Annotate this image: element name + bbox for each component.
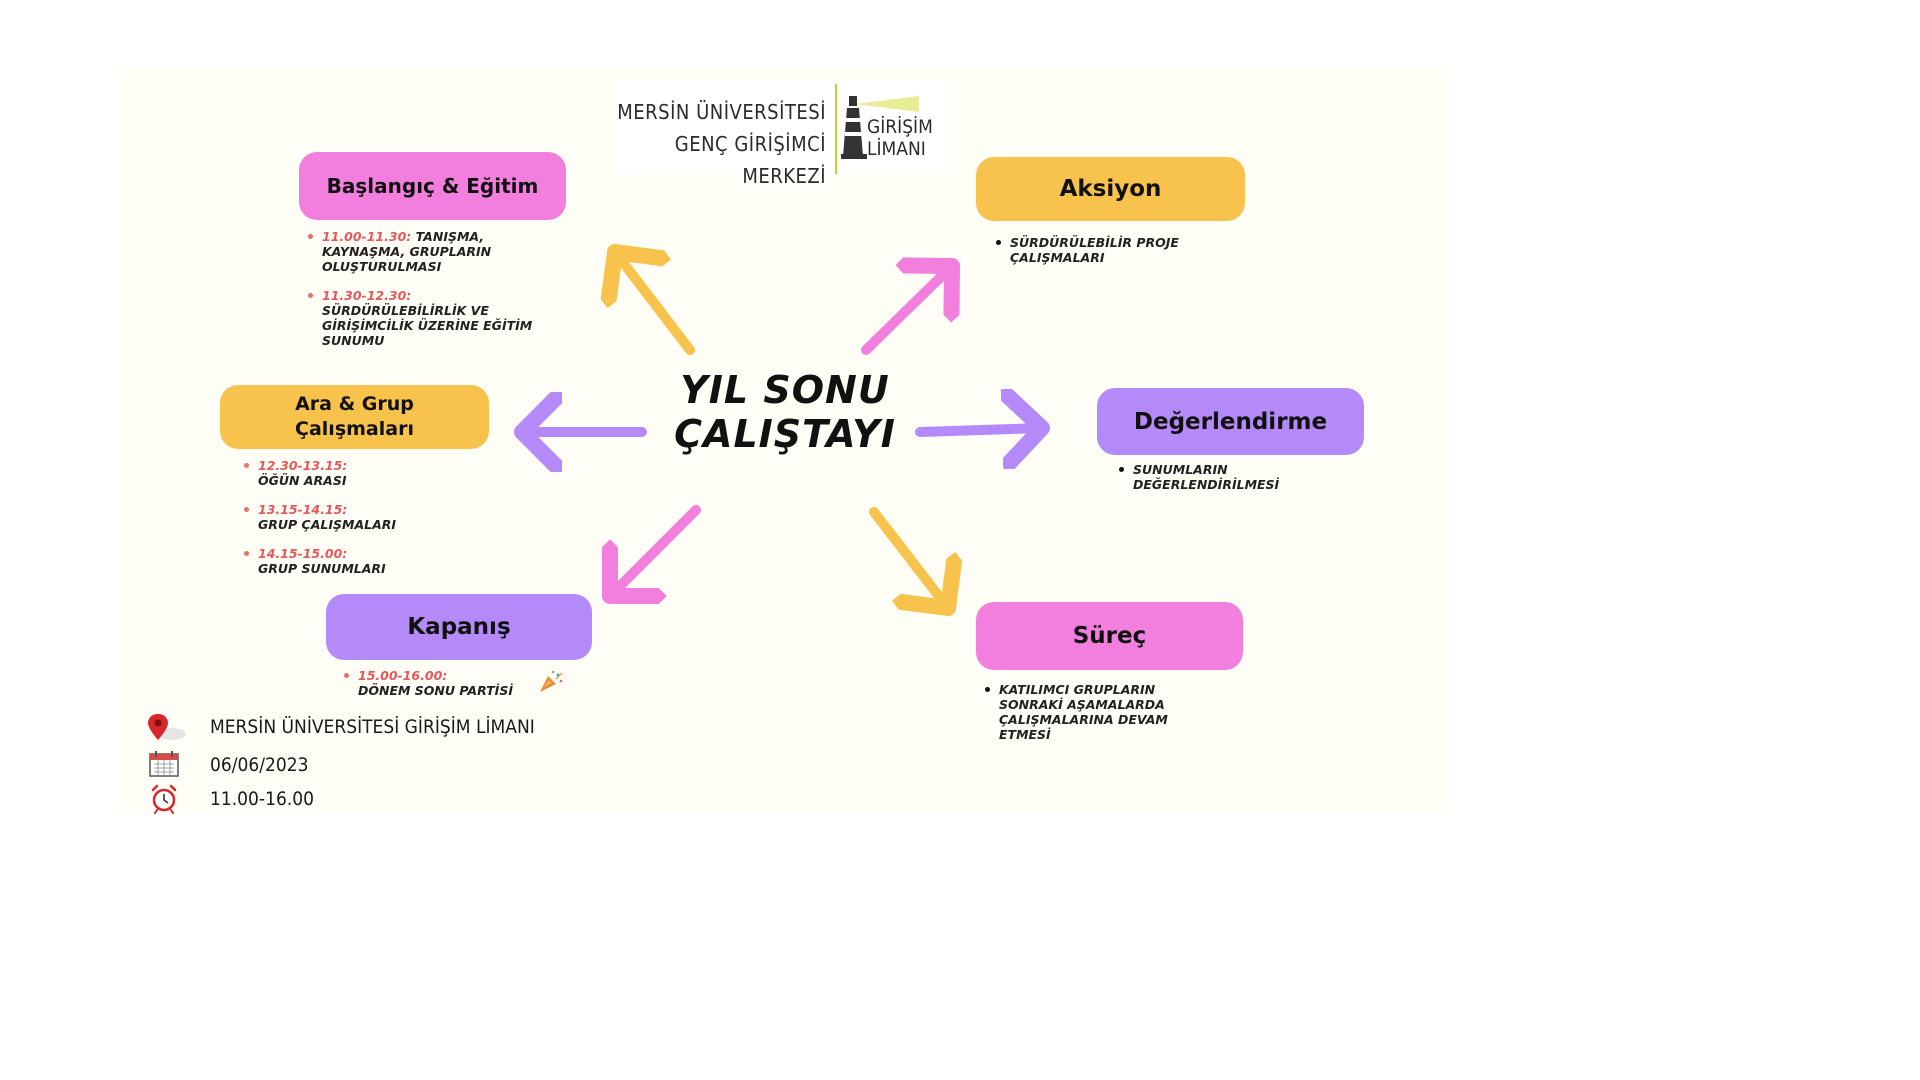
arrow-to-degerlendirme: [915, 428, 1042, 432]
arrow-to-aksiyon: [861, 266, 952, 355]
party-popper-icon: [540, 670, 563, 692]
list-item: 15.00-16.00: DÖNEM SONU PARTİSİ: [342, 668, 602, 698]
stage-kapanis-list: 15.00-16.00: DÖNEM SONU PARTİSİ: [342, 668, 602, 712]
alarm-clock-icon: [151, 784, 177, 814]
org-line-1: MERSİN ÜNİVERSİTESİ: [617, 100, 826, 124]
arrow-to-kapanis: [610, 505, 701, 596]
central-title: YIL SONU ÇALIŞTAYI: [640, 368, 930, 456]
arrow-to-surec: [869, 507, 948, 608]
date-text: 06/06/2023: [210, 754, 309, 776]
stage-baslangic-pill: Başlangıç & Eğitim: [299, 152, 566, 220]
org-line-2: GENÇ GİRİŞİMCİ MERKEZİ: [674, 132, 826, 188]
stage-degerlendirme-pill: Değerlendirme: [1097, 388, 1364, 455]
stage-kapanis-label: Kapanış: [407, 614, 511, 640]
arrow-to-baslangic: [615, 252, 695, 355]
list-item: KATILIMCI GRUPLARIN SONRAKİ AŞAMALARDA Ç…: [983, 682, 1213, 742]
time-row: 11.00-16.00: [146, 784, 596, 814]
list-item: SÜRDÜRÜLEBİLİR PROJE ÇALIŞMALARI: [994, 235, 1214, 265]
stage-degerlendirme-label: Değerlendirme: [1133, 408, 1328, 435]
location-pin-icon: [148, 714, 186, 740]
calendar-icon: [149, 751, 179, 777]
arrows-layer: [0, 0, 1544, 876]
location-text: MERSİN ÜNİVERSİTESİ GİRİŞİM LİMANI: [210, 716, 535, 738]
brand-name: GİRİŞİM LİMANI: [867, 116, 933, 160]
stage-kapanis-pill: Kapanış: [326, 594, 592, 660]
title-line-1: YIL SONU: [680, 368, 890, 412]
list-item: 11.00-11.30: TANIŞMA, KAYNAŞMA, GRUPLARI…: [306, 229, 566, 274]
stage-baslangic-list: 11.00-11.30: TANIŞMA, KAYNAŞMA, GRUPLARI…: [306, 229, 566, 362]
title-line-2: ÇALIŞTAYI: [674, 412, 896, 456]
location-row: MERSİN ÜNİVERSİTESİ GİRİŞİM LİMANI: [146, 712, 596, 742]
logo-divider: [835, 84, 837, 174]
list-item: 13.15-14.15:GRUP ÇALIŞMALARI: [242, 502, 472, 532]
brand-line-2: LİMANI: [867, 138, 926, 160]
stage-degerlendirme-list: SUNUMLARIN DEĞERLENDİRİLMESİ: [1117, 462, 1327, 506]
list-item: 11.30-12.30:SÜRDÜRÜLEBİLİRLİK VE GİRİŞİM…: [306, 288, 566, 348]
stage-ara-label-1: Ara & Grup: [295, 393, 414, 415]
stage-aksiyon-label: Aksiyon: [1059, 176, 1162, 202]
organization-logo: MERSİN ÜNİVERSİTESİ GENÇ GİRİŞİMCİ MERKE…: [615, 80, 950, 188]
stage-ara-label-2: Çalışmaları: [295, 418, 414, 440]
list-item: 12.30-13.15:ÖĞÜN ARASI: [242, 458, 472, 488]
brand-line-1: GİRİŞİM: [867, 116, 933, 138]
stage-surec-pill: Süreç: [976, 602, 1243, 670]
stage-aksiyon-list: SÜRDÜRÜLEBİLİR PROJE ÇALIŞMALARI: [994, 235, 1214, 279]
stage-baslangic-label: Başlangıç & Eğitim: [326, 174, 539, 198]
list-item: SUNUMLARIN DEĞERLENDİRİLMESİ: [1117, 462, 1327, 492]
date-row: 06/06/2023: [146, 750, 596, 780]
organization-name: MERSİN ÜNİVERSİTESİ GENÇ GİRİŞİMCİ MERKE…: [615, 96, 826, 192]
list-item: 14.15-15.00:GRUP SUNUMLARI: [242, 546, 472, 576]
stage-aksiyon-pill: Aksiyon: [976, 157, 1245, 221]
stage-ara-pill: Ara & Grup Çalışmaları: [220, 385, 489, 449]
time-text: 11.00-16.00: [210, 788, 315, 810]
stage-ara-list: 12.30-13.15:ÖĞÜN ARASI 13.15-14.15:GRUP …: [242, 458, 472, 590]
lighthouse-icon: [841, 96, 919, 159]
stage-surec-label: Süreç: [1072, 623, 1147, 649]
stage-surec-list: KATILIMCI GRUPLARIN SONRAKİ AŞAMALARDA Ç…: [983, 682, 1213, 756]
